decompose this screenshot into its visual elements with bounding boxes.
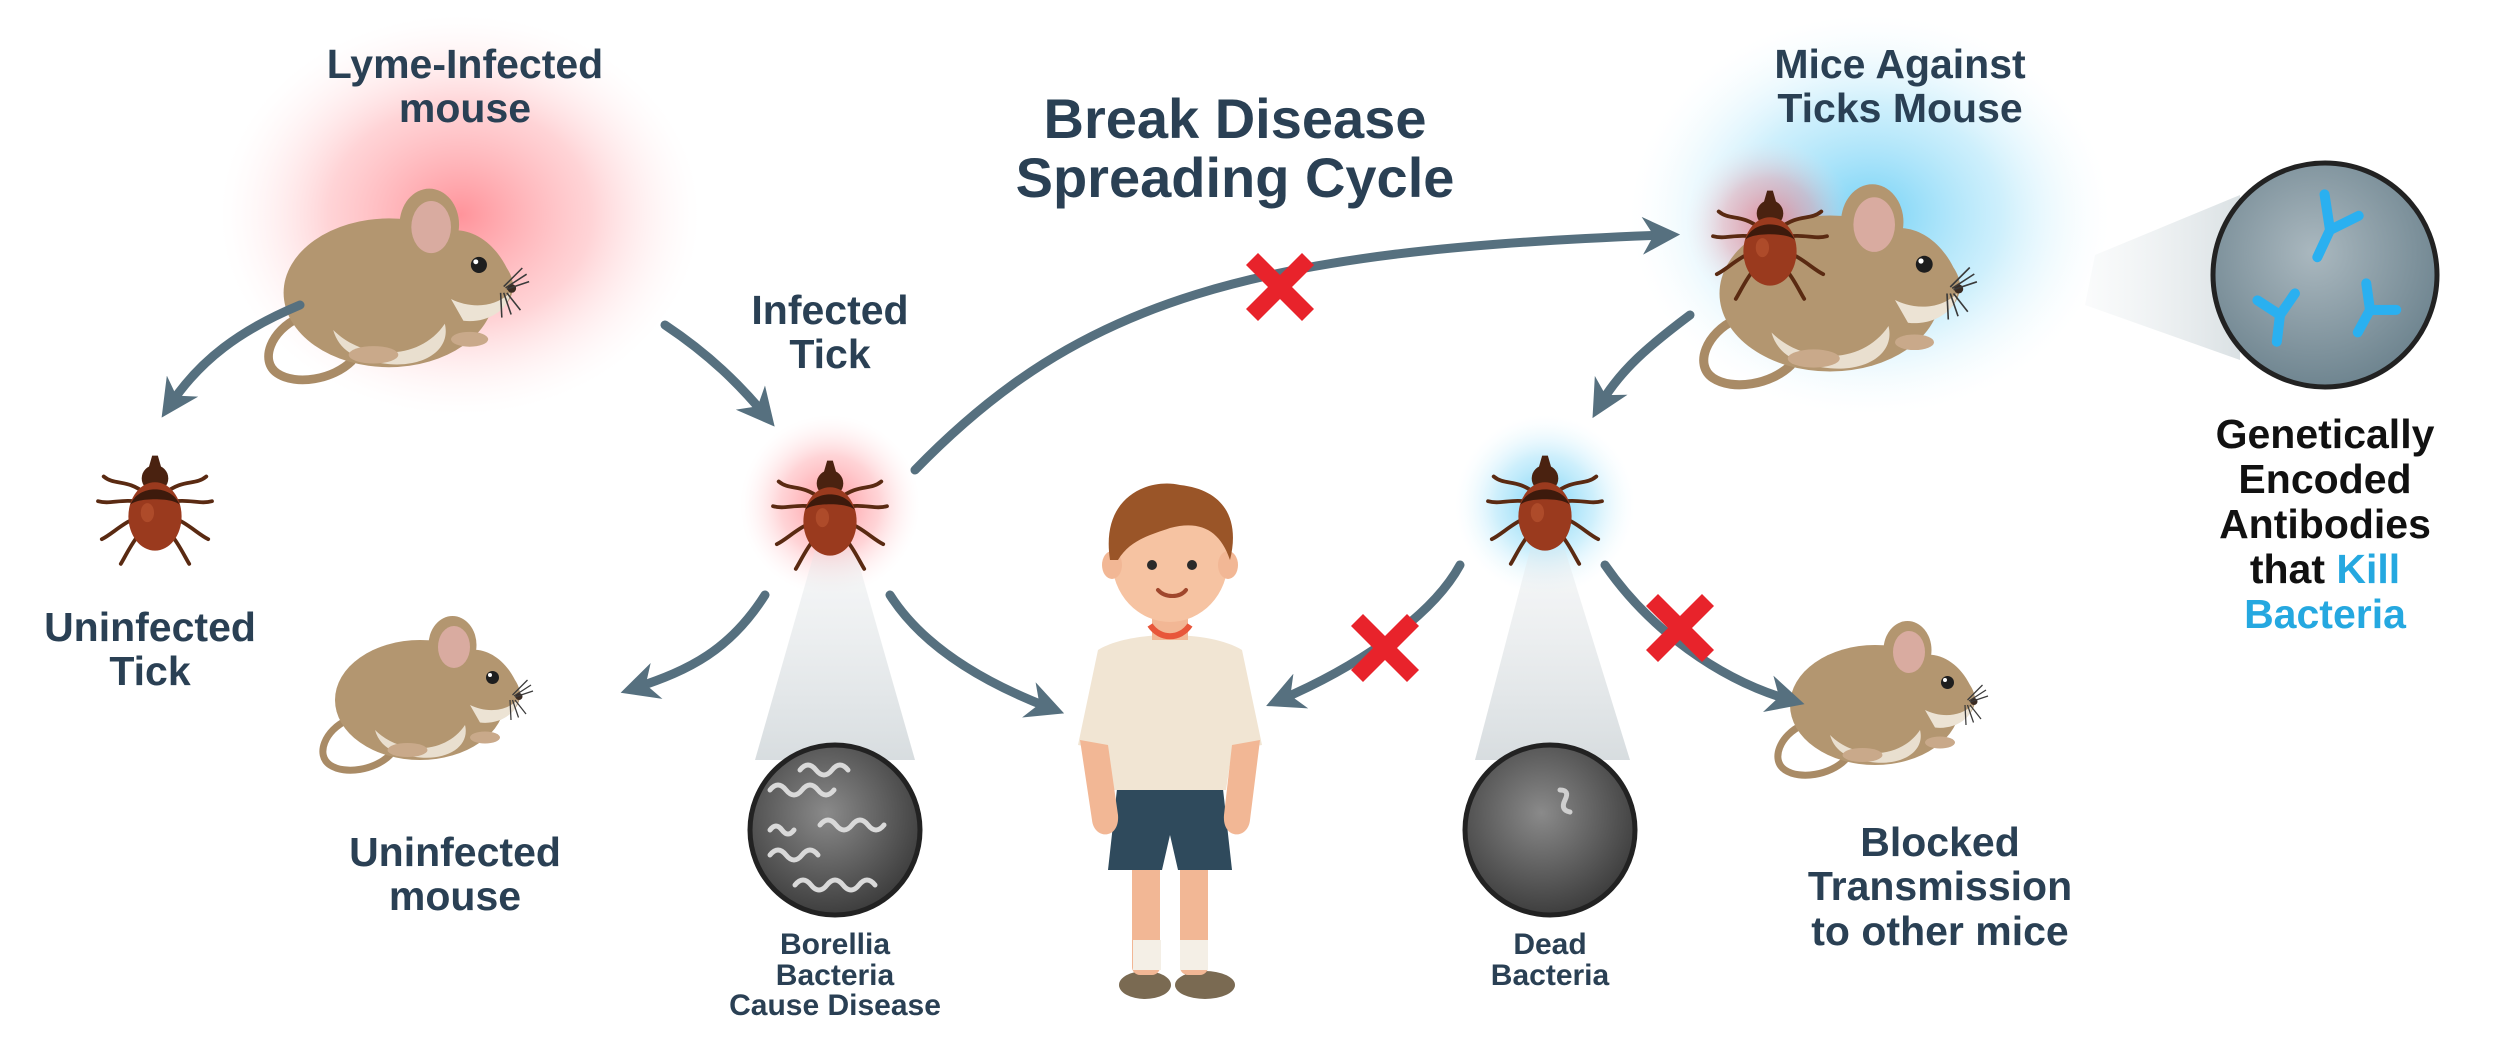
antibodies-that: that	[2250, 546, 2337, 592]
antibodies-kill: Kill	[2336, 546, 2400, 592]
borellia-label: Borellia Bacteria Cause Disease	[690, 930, 980, 1022]
dead-bacteria-lens	[1465, 745, 1635, 915]
lyme-infected-mouse-label: Lyme-Infected mouse	[275, 42, 655, 131]
blocked-mouse	[1778, 621, 1988, 775]
arrow-tick-to-child	[890, 595, 1050, 708]
mat-mouse-label: Mice Against Ticks Mouse	[1700, 42, 2100, 131]
uninfected-mouse	[323, 616, 533, 770]
child	[1078, 484, 1262, 999]
arrow-protected-tick-to-mouse	[1605, 565, 1790, 700]
arrow-tick-to-uninfected-mouse	[635, 595, 765, 688]
dead-bacteria-label: Dead Bacteria	[1440, 930, 1660, 991]
uninfected-tick-label: Uninfected Tick	[20, 605, 280, 694]
diagram-title: Break Disease Spreading Cycle	[955, 90, 1515, 208]
antibodies-label: Genetically Encoded Antibodies that Kill…	[2170, 412, 2480, 637]
arrow-mat-mouse-to-protected-tick	[1600, 315, 1690, 405]
blocked-transmission-label: Blocked Transmission to other mice	[1755, 820, 2125, 953]
borellia-lens	[750, 745, 920, 915]
uninfected-tick	[98, 456, 212, 564]
block-x-to-mat-mouse	[1246, 253, 1314, 321]
infected-tick-label: Infected Tick	[700, 288, 960, 377]
antibody-lens	[2213, 163, 2437, 387]
block-x-to-child	[1351, 614, 1419, 682]
uninfected-mouse-label: Uninfected mouse	[325, 830, 585, 919]
borellia-beam	[755, 550, 915, 760]
